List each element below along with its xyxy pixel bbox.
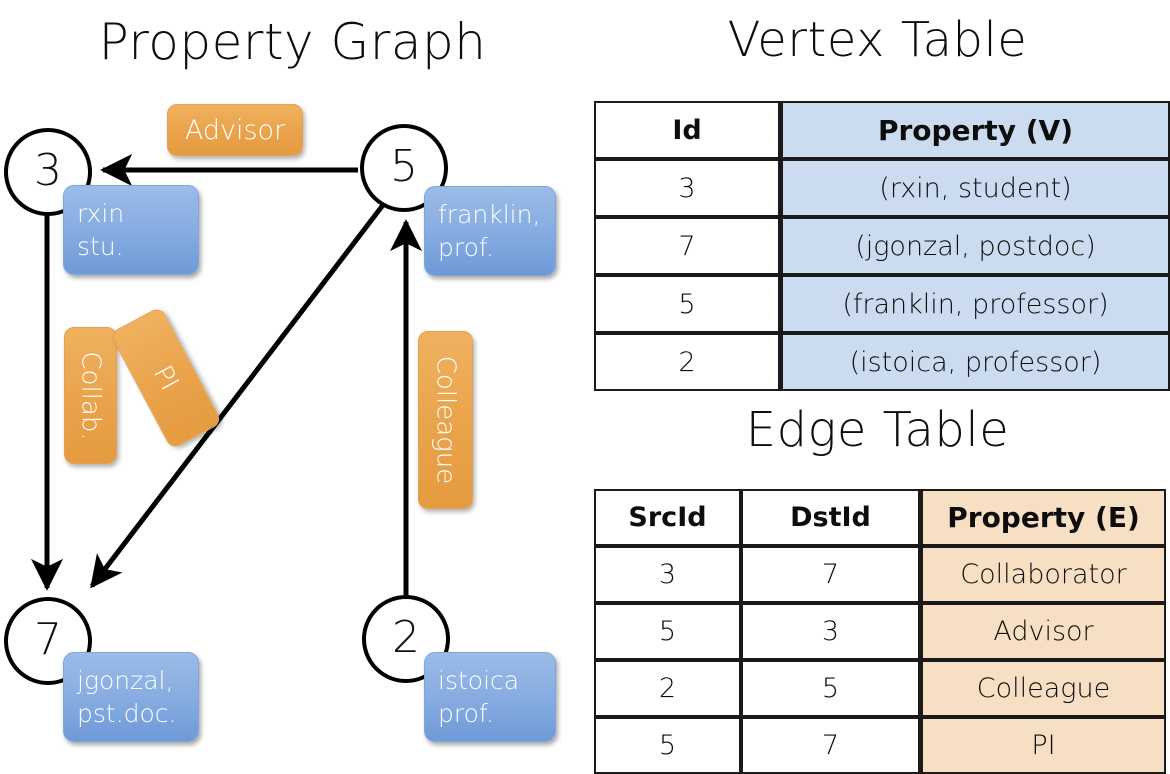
edge-label-collab-text: Collab. <box>75 350 106 441</box>
edge-label-colleague-text: Colleague <box>430 355 461 485</box>
edge-row-1-property: Advisor <box>920 603 1166 660</box>
edge-row-2-dst: 5 <box>741 660 920 717</box>
node-property-callout-3-line1: rxin <box>77 199 125 228</box>
table-row: 2 5 Colleague <box>594 660 1166 717</box>
edge-table-header-property: Property (E) <box>920 489 1166 546</box>
graph-edges-layer <box>30 153 423 596</box>
node-property-callout-3-line2: stu. <box>77 232 124 261</box>
graph-node-5[interactable]: 5 <box>360 124 448 212</box>
node-property-callout-7-line2: pst.doc. <box>77 699 177 728</box>
node-property-callout-2: istoica prof. <box>424 652 556 742</box>
vertex-row-1-property: (jgonzal, postdoc) <box>780 217 1170 275</box>
vertex-row-2-id: 5 <box>594 275 780 333</box>
edge-table-header-srcid: SrcId <box>594 489 741 546</box>
edge-row-1-src: 5 <box>594 603 741 660</box>
table-row: 3 7 Collaborator <box>594 546 1166 603</box>
edge-table: SrcId DstId Property (E) 3 7 Collaborato… <box>594 489 1166 774</box>
node-property-callout-5-line1: franklin, <box>438 200 541 229</box>
table-row: 2 (istoica, professor) <box>594 333 1170 391</box>
vertex-row-1-id: 7 <box>594 217 780 275</box>
edge-label-advisor-text: Advisor <box>184 114 286 146</box>
vertex-table-header-id: Id <box>594 101 780 159</box>
edge-row-2-property: Colleague <box>920 660 1166 717</box>
vertex-table-header-property: Property (V) <box>780 101 1170 159</box>
edge-row-0-dst: 7 <box>741 546 920 603</box>
graph-node-2[interactable]: 2 <box>362 595 450 683</box>
edge-row-2-src: 2 <box>594 660 741 717</box>
node-property-callout-5: franklin, prof. <box>424 186 556 276</box>
vertex-row-2-property: (franklin, professor) <box>780 275 1170 333</box>
node-property-callout-3: rxin stu. <box>63 185 199 275</box>
graph-node-5-label: 5 <box>390 141 418 193</box>
property-graph-diagram: 3 5 7 2 rxin stu. franklin, prof. jgonza… <box>0 0 585 760</box>
vertex-row-3-id: 2 <box>594 333 780 391</box>
vertex-row-0-property: (rxin, student) <box>780 159 1170 217</box>
vertex-table: Id Property (V) 3 (rxin, student) 7 (jgo… <box>594 101 1170 391</box>
graph-node-7-label: 7 <box>34 614 62 666</box>
node-property-callout-2-line1: istoica <box>438 666 520 695</box>
vertex-table-header-row: Id Property (V) <box>594 101 1170 159</box>
edge-row-1-dst: 3 <box>741 603 920 660</box>
edge-label-advisor: Advisor <box>167 104 303 156</box>
edge-label-colleague: Colleague <box>418 331 473 509</box>
table-row: 7 (jgonzal, postdoc) <box>594 217 1170 275</box>
graph-node-3-label: 3 <box>34 145 62 197</box>
edge-row-0-property: Collaborator <box>920 546 1166 603</box>
node-property-callout-2-line2: prof. <box>438 699 494 728</box>
node-property-callout-7: jgonzal, pst.doc. <box>63 652 199 742</box>
graph-node-2-label: 2 <box>392 612 420 664</box>
edge-table-header-row: SrcId DstId Property (E) <box>594 489 1166 546</box>
edge-row-3-property: PI <box>920 717 1166 774</box>
node-property-callout-5-line2: prof. <box>438 233 494 262</box>
vertex-row-3-property: (istoica, professor) <box>780 333 1170 391</box>
table-row: 5 3 Advisor <box>594 603 1166 660</box>
page-title-vertex-table: Vertex Table <box>727 12 1028 68</box>
table-row: 3 (rxin, student) <box>594 159 1170 217</box>
table-row: 5 7 PI <box>594 717 1166 774</box>
page-title-edge-table: Edge Table <box>745 402 1010 458</box>
edge-5-to-7-pi <box>90 203 385 589</box>
edge-label-pi-text: PI <box>147 360 185 396</box>
vertex-row-0-id: 3 <box>594 159 780 217</box>
edge-label-collab: Collab. <box>64 327 117 464</box>
edge-table-header-dstid: DstId <box>741 489 920 546</box>
edge-row-0-src: 3 <box>594 546 741 603</box>
table-row: 5 (franklin, professor) <box>594 275 1170 333</box>
edge-row-3-src: 5 <box>594 717 741 774</box>
page-title-property-graph: Property Graph <box>98 13 487 71</box>
edge-row-3-dst: 7 <box>741 717 920 774</box>
node-property-callout-7-line1: jgonzal, <box>77 666 174 695</box>
